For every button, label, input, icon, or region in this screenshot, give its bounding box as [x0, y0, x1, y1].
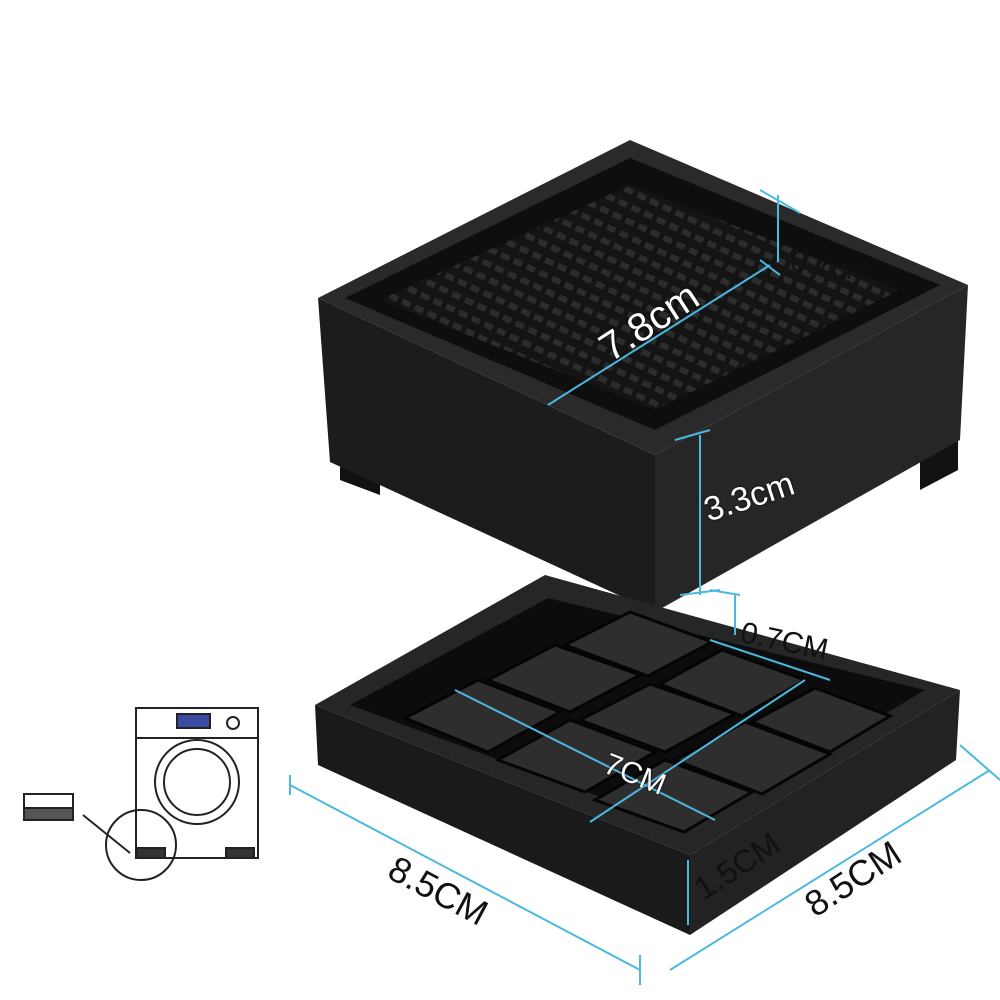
dimension-lines [289, 189, 1000, 985]
washing-machine-inset [23, 707, 259, 881]
base-tray [315, 575, 960, 935]
top-riser-cup [318, 140, 968, 650]
